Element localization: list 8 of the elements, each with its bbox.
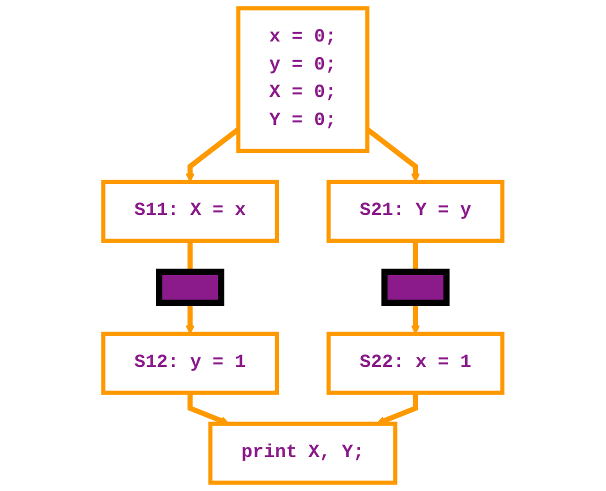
- node-box: S22: x = 1: [326, 332, 505, 395]
- node-box: S12: y = 1: [101, 332, 280, 395]
- node-box: print X, Y;: [208, 422, 398, 485]
- node-box: S21: Y = y: [326, 180, 505, 243]
- node-bar: [156, 268, 224, 306]
- node-box: x = 0; y = 0; X = 0; Y = 0;: [236, 6, 370, 153]
- node-box: S11: X = x: [101, 180, 280, 243]
- node-bar: [382, 268, 450, 306]
